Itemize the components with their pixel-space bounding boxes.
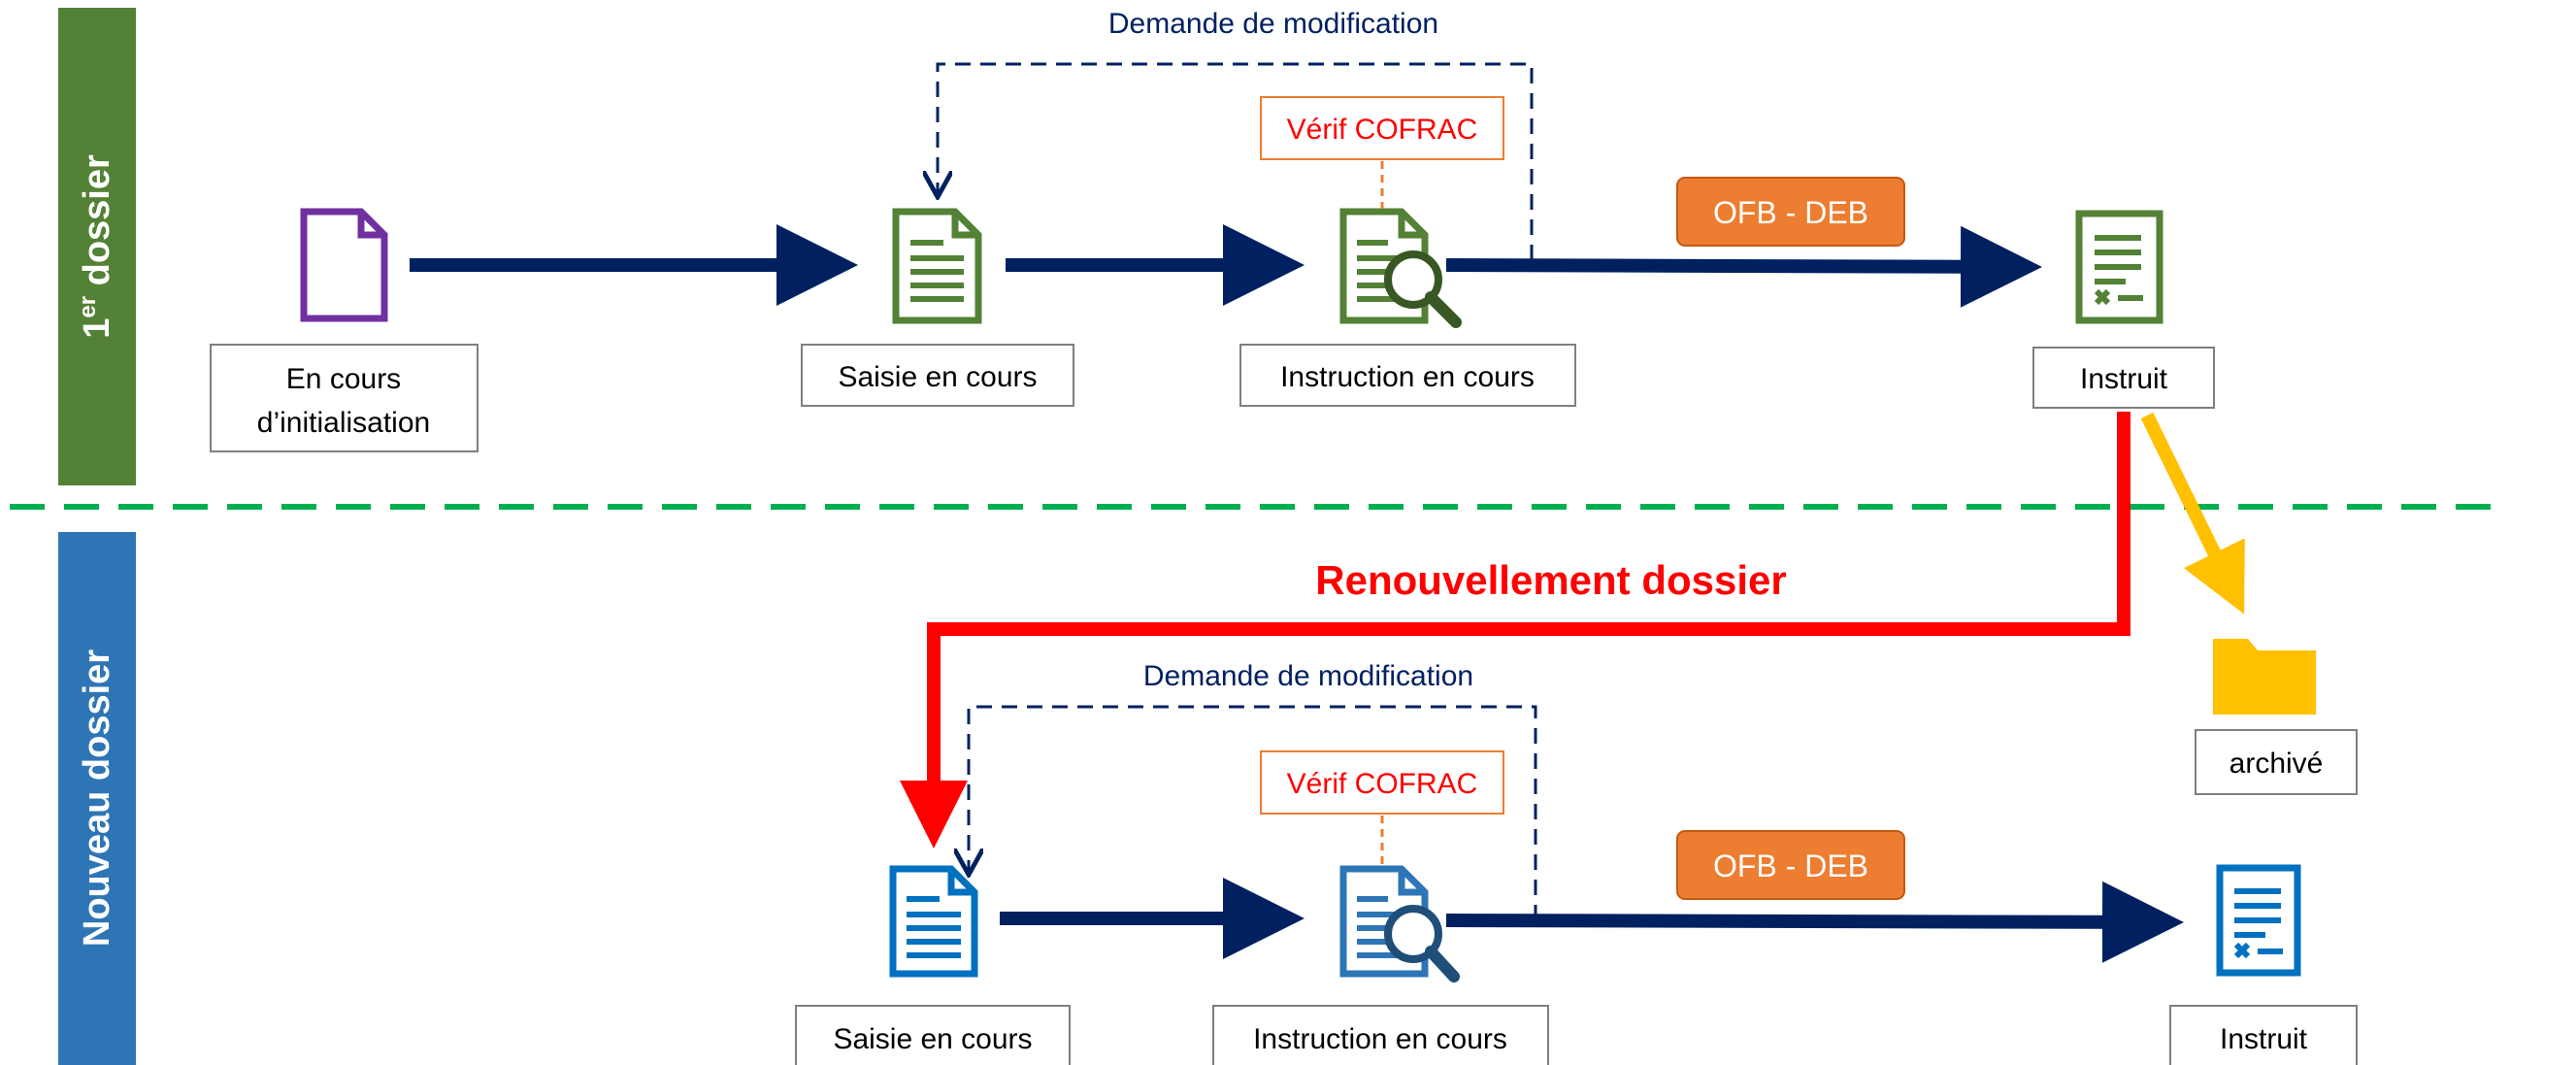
state-box-saisie-bottom bbox=[795, 1005, 1071, 1065]
ofb-badge-bottom bbox=[1676, 830, 1905, 900]
result-document-icon bbox=[2216, 864, 2301, 977]
demande-loop-bottom bbox=[969, 705, 1537, 920]
state-label-instruit-top: Instruit bbox=[2080, 363, 2168, 395]
form-document-icon bbox=[889, 865, 978, 978]
flow-arrow-instruction-instruit-bottom bbox=[1445, 881, 2184, 963]
state-box-init bbox=[210, 344, 479, 452]
state-label-archive: archivé bbox=[2229, 748, 2324, 780]
renew-arrow bbox=[900, 412, 2130, 849]
demande-loop-top bbox=[938, 62, 1534, 260]
state-label-instruit-bottom: Instruit bbox=[2220, 1023, 2308, 1055]
folder-icon bbox=[2213, 639, 2316, 715]
result-document-icon bbox=[2075, 210, 2163, 324]
renew-label: Renouvellement dossier bbox=[1315, 557, 1786, 603]
lane-label-new: Nouveau dossier bbox=[77, 649, 117, 947]
state-box-instruit-top bbox=[2032, 347, 2215, 409]
state-label-instruction-bottom: Instruction en cours bbox=[1253, 1023, 1507, 1055]
flow-arrow-instruction-instruit bbox=[1445, 225, 2042, 308]
verif-box-top bbox=[1260, 96, 1504, 160]
lane-bar-first bbox=[58, 8, 136, 485]
inspect-document-icon bbox=[1339, 208, 1462, 328]
archive-arrow bbox=[2140, 412, 2245, 615]
state-box-archive bbox=[2195, 729, 2358, 795]
lane-bar-new bbox=[58, 532, 136, 1065]
state-label-init-1: En cours bbox=[286, 363, 401, 395]
demande-label-top: Demande de modification bbox=[1108, 8, 1438, 40]
ofb-badge-top bbox=[1676, 177, 1905, 247]
inspect-document-icon bbox=[1339, 865, 1460, 982]
state-box-instruction-bottom bbox=[1212, 1005, 1549, 1065]
verif-label-top: Vérif COFRAC bbox=[1287, 114, 1478, 146]
state-box-instruction bbox=[1239, 344, 1576, 407]
form-document-icon bbox=[892, 208, 982, 324]
state-label-init-2: d’initialisation bbox=[257, 407, 430, 439]
verif-box-bottom bbox=[1260, 750, 1504, 815]
ofb-label-bottom: OFB - DEB bbox=[1713, 849, 1868, 883]
verif-label-bottom: Vérif COFRAC bbox=[1287, 768, 1478, 800]
demande-label-bottom: Demande de modification bbox=[1143, 660, 1473, 692]
state-label-instruction: Instruction en cours bbox=[1280, 361, 1535, 393]
state-box-saisie bbox=[801, 344, 1074, 407]
ofb-label-top: OFB - DEB bbox=[1713, 195, 1868, 230]
blank-document-icon bbox=[300, 208, 388, 322]
lane-label-first: 1er dossier bbox=[75, 154, 117, 339]
state-box-instruit-bottom bbox=[2169, 1005, 2358, 1065]
state-label-saisie: Saisie en cours bbox=[838, 361, 1037, 393]
state-label-saisie-bottom: Saisie en cours bbox=[833, 1023, 1032, 1055]
